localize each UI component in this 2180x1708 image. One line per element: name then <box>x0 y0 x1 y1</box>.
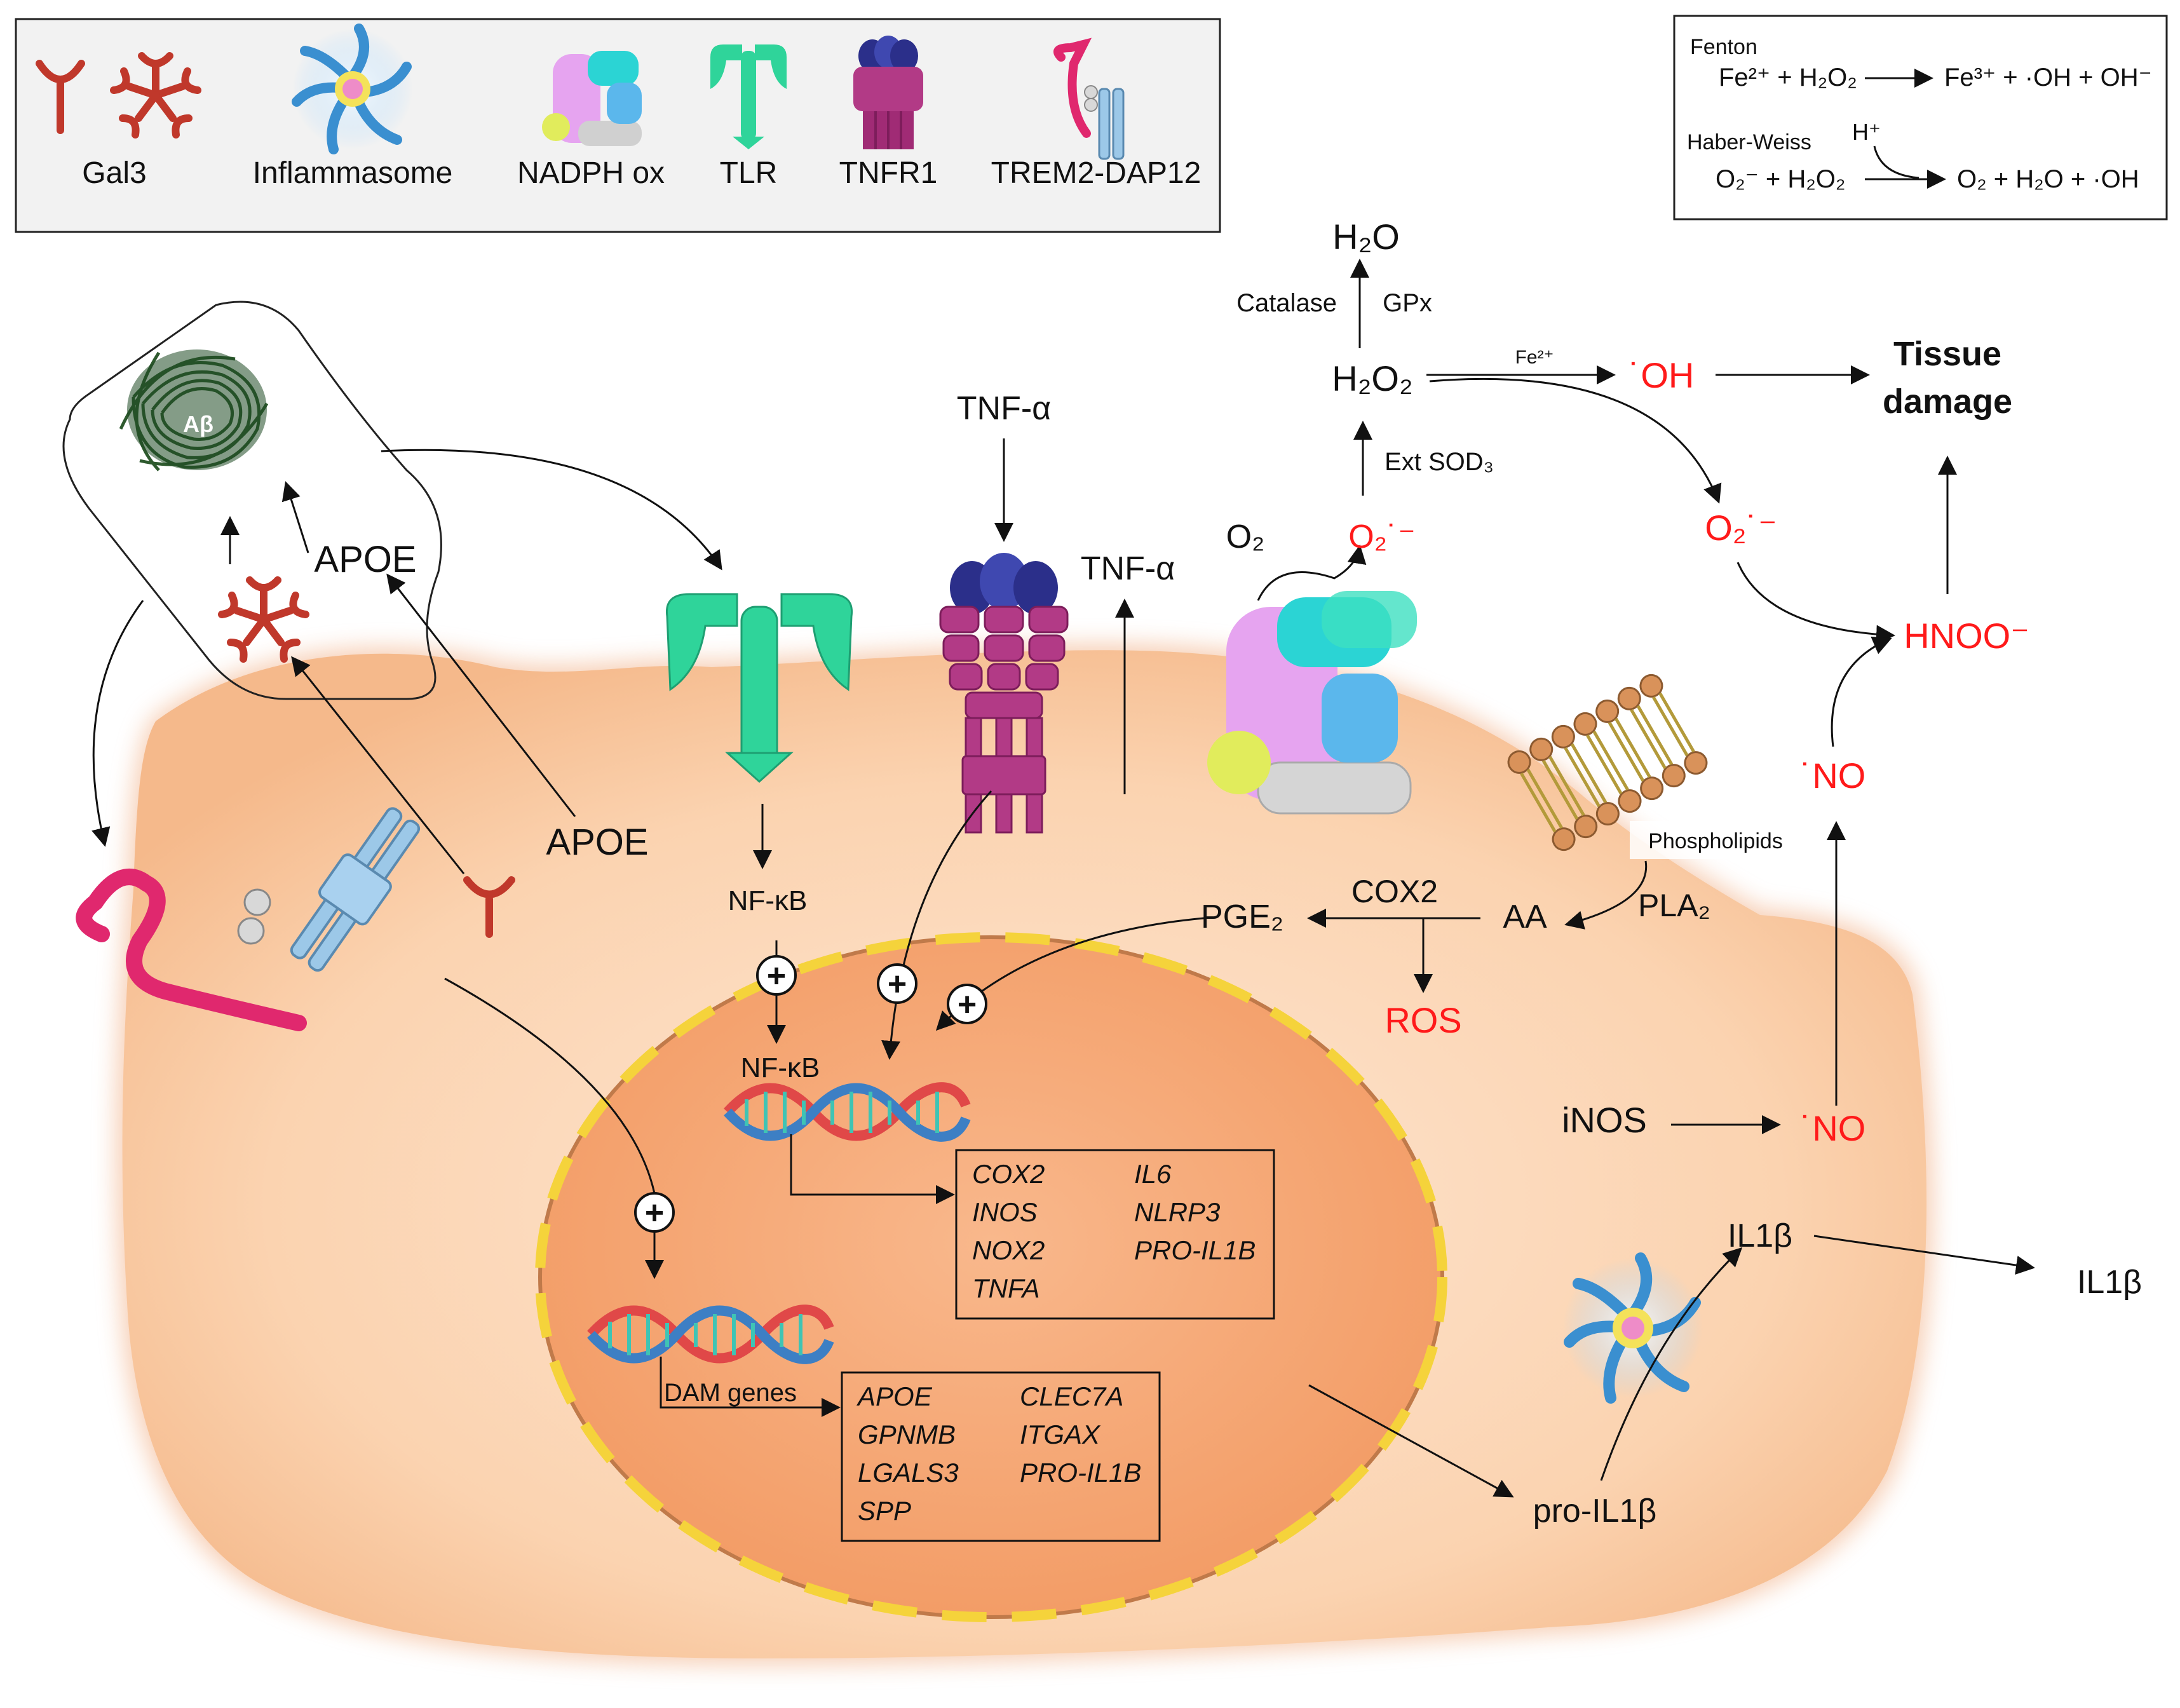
dam-gene-clec7a: CLEC7A <box>1020 1381 1123 1411</box>
legend-trem2-label: TREM2-DAP12 <box>991 156 1202 190</box>
plus-sign-pge2: + <box>947 984 987 1024</box>
legend-tnfr1-label: TNFR1 <box>839 156 938 190</box>
nfkb-gene-tnfa: TNFA <box>972 1273 1040 1303</box>
superoxide-label: O₂˙⁻ <box>1348 518 1415 555</box>
phospholipids-label: Phospholipids <box>1648 829 1783 853</box>
tlr-receptor <box>665 593 853 783</box>
plus-sign-nfkb: + <box>756 955 797 996</box>
dam-gene-itgax: ITGAX <box>1020 1420 1101 1449</box>
nadph-ox-icon <box>542 51 642 146</box>
tissue-damage-label-2: damage <box>1883 383 2012 421</box>
tnf-alpha-secreted-label: TNF-α <box>1081 550 1175 587</box>
haber-lhs: O₂⁻ + H₂O₂ <box>1716 165 1845 193</box>
nfkb-gene-pro-il1b: PRO-IL1B <box>1134 1235 1256 1265</box>
legend-tlr-label: TLR <box>720 156 778 190</box>
legend-box: Gal3 Inflammasome NADPH ox <box>15 18 1221 233</box>
dna-helix-dam <box>587 1305 834 1364</box>
apoe-extracellular-label: APOE <box>314 539 416 580</box>
amyloid-beta-plaque <box>119 349 269 471</box>
apoe-cell-label: APOE <box>546 822 648 863</box>
dam-gene-lgals3: LGALS3 <box>858 1458 959 1488</box>
tnfr1-icon <box>853 36 923 149</box>
inflammasome-icon <box>292 24 413 154</box>
reactions-box: Fenton Fe²⁺ + H₂O₂ Fe³⁺ + ·OH + OH⁻ Habe… <box>1673 15 2168 220</box>
gal3-membrane-icon <box>463 876 515 938</box>
tlr-icon <box>710 44 787 149</box>
dam-genes-label: DAM genes <box>664 1379 797 1407</box>
svg-text:+: + <box>958 986 977 1023</box>
svg-text:+: + <box>767 958 786 994</box>
svg-text:+: + <box>888 966 907 1003</box>
nfkb-nuclear-label: NF-κB <box>741 1052 820 1083</box>
tissue-damage-label-1: Tissue <box>1893 335 2001 373</box>
dam-gene-gpnmb: GPNMB <box>858 1420 956 1449</box>
pge2-label: PGE₂ <box>1201 898 1283 935</box>
inos-label: iNOS <box>1562 1100 1647 1140</box>
il1b-secreted-label: IL1β <box>2077 1264 2142 1301</box>
dam-gene-spp: SPP <box>858 1496 911 1526</box>
nitric-oxide-cell-label: ˙NO <box>1801 1108 1866 1148</box>
nfkb-cell-label: NF-κB <box>728 885 808 916</box>
dam-gene-apoe: APOE <box>856 1381 933 1411</box>
nfkb-gene-nlrp3: NLRP3 <box>1134 1197 1220 1227</box>
plus-sign-tnfr: + <box>877 963 917 1004</box>
trem2-dap12-icon <box>1053 37 1125 160</box>
fenton-title: Fenton <box>1690 35 1757 59</box>
hydroxyl-radical-label: ˙OH <box>1629 355 1695 395</box>
o2-label: O₂ <box>1226 518 1265 555</box>
fe2-catalyst-label: Fe²⁺ <box>1515 347 1554 368</box>
svg-text:+: + <box>645 1195 664 1231</box>
legend-gal3-label: Gal3 <box>82 156 146 190</box>
fenton-lhs: Fe²⁺ + H₂O₂ <box>1719 64 1857 92</box>
legend-inflammasome-label: Inflammasome <box>253 156 453 190</box>
catalase-label: Catalase <box>1236 289 1337 317</box>
peroxynitrite-label: HNOO⁻ <box>1904 616 2029 656</box>
abeta-label: Aβ <box>183 411 213 437</box>
haber-weiss-title: Haber-Weiss <box>1687 130 1811 154</box>
gal3-icon <box>36 52 201 139</box>
gpx-label: GPx <box>1383 289 1432 317</box>
h2o-label: H₂O <box>1332 217 1400 257</box>
pla2-label: PLA₂ <box>1638 888 1710 923</box>
ros-label: ROS <box>1385 1000 1461 1040</box>
nfkb-gene-cox2: COX2 <box>972 1159 1045 1189</box>
superoxide-right-label: O₂˙⁻ <box>1705 508 1777 548</box>
trem2-dap12-receptor <box>76 807 421 1031</box>
haber-catalyst: H⁺ <box>1852 119 1881 145</box>
dna-helix-nfkb <box>724 1082 971 1142</box>
fenton-rhs: Fe³⁺ + ·OH + OH⁻ <box>1944 64 2152 92</box>
nitric-oxide-top-label: ˙NO <box>1801 756 1866 796</box>
tnf-alpha-ligand-label: TNF-α <box>957 390 1051 427</box>
cox2-enzyme-label: COX2 <box>1351 874 1438 909</box>
extracellular-compartment <box>62 301 442 700</box>
nadph-oxidase <box>1207 591 1417 815</box>
plus-sign-trem2: + <box>634 1192 675 1233</box>
nfkb-gene-inos: INOS <box>972 1197 1038 1227</box>
dam-gene-pro-il1b: PRO-IL1B <box>1020 1458 1141 1488</box>
haber-rhs: O₂ + H₂O + ·OH <box>1957 165 2139 193</box>
arachidonic-acid-label: AA <box>1503 898 1547 935</box>
il1b-cell-label: IL1β <box>1728 1217 1792 1254</box>
nfkb-gene-nox2: NOX2 <box>972 1235 1045 1265</box>
nfkb-gene-il6: IL6 <box>1134 1159 1172 1189</box>
pro-il1b-label: pro-IL1β <box>1533 1493 1657 1529</box>
tnfr1-receptor <box>939 553 1069 834</box>
gal3-pentamer-icon <box>218 576 309 663</box>
h2o2-label: H₂O₂ <box>1332 358 1412 398</box>
phospholipid-bilayer <box>1507 674 1708 851</box>
ext-sod3-label: Ext SOD₃ <box>1385 448 1494 476</box>
inflammasome-cell <box>1563 1252 1703 1404</box>
legend-nadph-label: NADPH ox <box>517 156 665 190</box>
